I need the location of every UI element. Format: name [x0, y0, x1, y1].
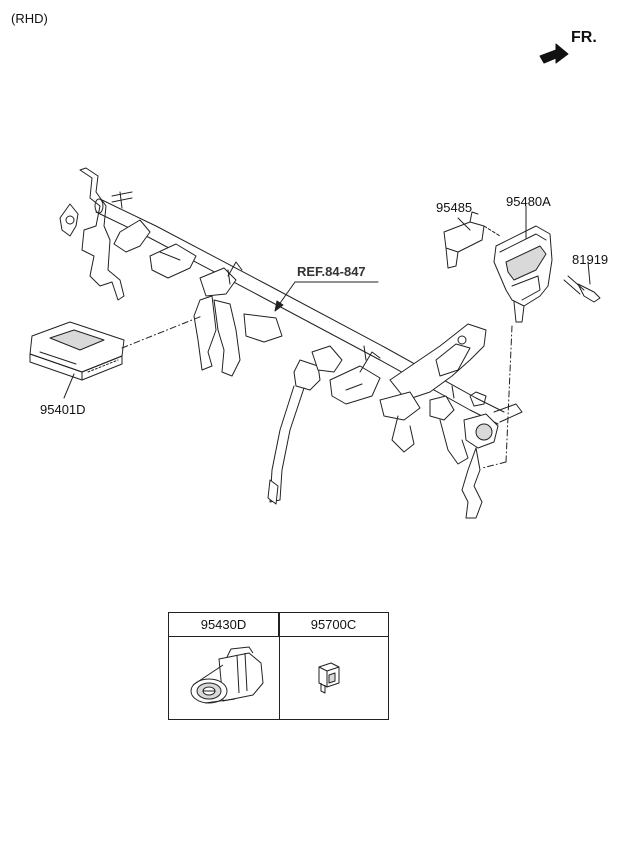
bracket-95485: [443, 211, 501, 269]
reference-label: REF.84-847: [297, 264, 366, 279]
part-95430d-illustration: [190, 646, 264, 704]
table-header-95430d: 95430D: [169, 613, 279, 637]
bracket-95480a: [493, 205, 553, 323]
part-number-81919: 81919: [572, 252, 609, 267]
exploded-view-diagram: [29, 43, 601, 519]
cowl-cross-bar: [59, 167, 523, 519]
module-95401d: [29, 315, 203, 399]
part-number-95480a: 95480A: [506, 194, 551, 209]
part-95700c-illustration: [318, 662, 340, 694]
variant-label: (RHD): [11, 11, 48, 26]
parts-table: 95430D 95700C: [168, 612, 389, 720]
front-direction-label: FR.: [571, 29, 597, 46]
leader-line: [505, 325, 513, 463]
part-number-95401d: 95401D: [40, 402, 86, 417]
table-divider: [279, 613, 280, 719]
table-header-95700c: 95700C: [279, 613, 388, 637]
part-number-95485: 95485: [436, 200, 473, 215]
arrow-right-icon: [539, 43, 569, 64]
bolt-81919: [563, 261, 601, 303]
